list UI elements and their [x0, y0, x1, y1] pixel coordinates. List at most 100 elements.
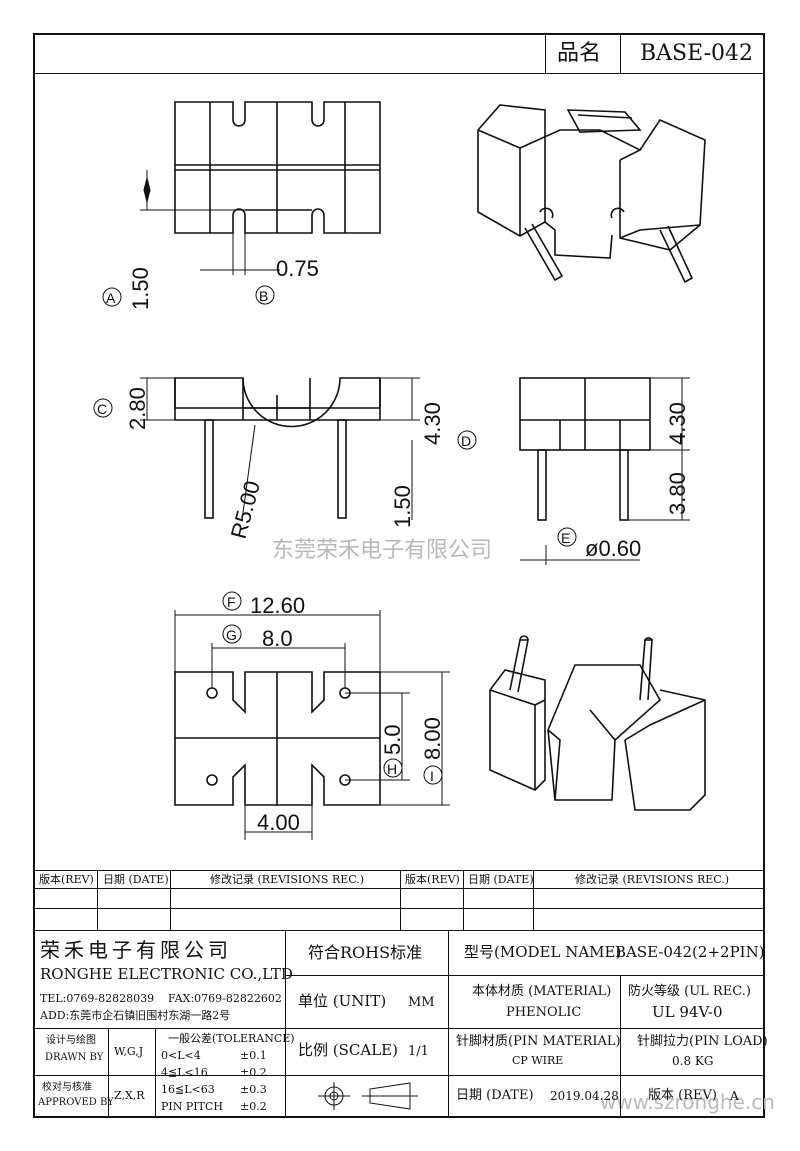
date-label: 日期 (DATE) [456, 1088, 534, 1103]
dim-depth: 8.00 [420, 717, 445, 760]
bottom-dims [174, 610, 450, 840]
check-value: Z,X,R [114, 1089, 145, 1102]
svg-text:E: E [561, 530, 570, 546]
svg-text:H: H [387, 761, 397, 777]
dim-end-height: 4.30 [665, 402, 690, 445]
scale-label: 比例 (SCALE) [298, 1041, 398, 1059]
marker-c: C [93, 398, 113, 418]
dim-top-height: 1.50 [128, 267, 153, 310]
dim-center: 4.00 [257, 810, 300, 835]
tol-value-4: ±0.2 [240, 1100, 267, 1113]
tolerance-title: 一般公差(TOLERANCE) [168, 1032, 295, 1045]
dim-width: 12.60 [250, 593, 305, 618]
company-address: ADD:东莞市企石镇旧围村东湖一路2号 [40, 1009, 231, 1022]
dim-side-height: 2.80 [125, 387, 150, 430]
rohs-label: 符合ROHS标准 [308, 943, 423, 962]
watermark-url: www.szronghe.cn [600, 1090, 775, 1114]
sign-col-1 [108, 1028, 109, 1118]
marker-e: E [557, 527, 577, 547]
design-label-en: DRAWN BY [45, 1052, 104, 1063]
tol-value-3: ±0.3 [240, 1083, 267, 1096]
tol-range-4: PIN PITCH [161, 1100, 223, 1113]
bottom-view [174, 671, 381, 806]
marker-h: H [383, 758, 403, 778]
title-row-line-1 [285, 975, 765, 976]
marker-g: G [222, 624, 242, 644]
material-value: PHENOLIC [506, 1005, 582, 1020]
dim-pin-dia: ø0.60 [585, 536, 641, 561]
product-code: BASE-042 [640, 41, 754, 66]
scale-value: 1/1 [408, 1044, 429, 1059]
sign-col-2 [155, 1028, 156, 1118]
company-tel: TEL:0769-82828039 [40, 992, 155, 1005]
rev-col-3 [400, 870, 401, 930]
date-value: 2019.04.28 [550, 1089, 619, 1103]
end-dims [520, 377, 690, 565]
marker-a: A [102, 287, 122, 307]
rev-value: A [730, 1089, 739, 1103]
svg-text:B: B [259, 288, 268, 304]
marker-f: F [222, 591, 242, 611]
rev-col-2 [170, 870, 171, 930]
product-label: 品名 [557, 41, 602, 66]
rev-col-4 [463, 870, 464, 930]
model-value: BASE-042(2+2PIN) [615, 943, 765, 961]
dim-pin-span: 8.0 [262, 626, 293, 651]
top-dims [140, 170, 280, 275]
title-row-line-2 [285, 1028, 765, 1029]
rev-col-5 [533, 870, 534, 930]
rev-table-header-line [33, 888, 765, 889]
svg-text:G: G [226, 627, 237, 643]
svg-text:A: A [106, 290, 116, 306]
drawing-frame [33, 33, 765, 1118]
side-view [174, 377, 381, 519]
flame-label: 防火等级 (UL REC.) [628, 984, 751, 999]
company-fax: FAX:0769-82822602 [168, 992, 282, 1005]
title-divider-3 [620, 975, 621, 1118]
tol-range-2: 4≦L<16 [161, 1066, 208, 1079]
check-label-cn: 校对与核准 [42, 1082, 92, 1093]
svg-text:D: D [461, 433, 471, 449]
marker-b: B [255, 285, 275, 305]
company-row-line [33, 1028, 285, 1029]
sign-row-line [33, 1075, 285, 1076]
side-dims [140, 377, 420, 521]
dim-pin-length: 3.80 [665, 472, 690, 515]
tol-value-1: ±0.1 [240, 1049, 267, 1062]
tol-range-3: 16≦L<63 [161, 1083, 215, 1096]
dim-radius: R5.00 [226, 478, 265, 541]
svg-text:I: I [430, 768, 434, 784]
flame-value: UL 94V-0 [652, 1003, 723, 1021]
pin-load-value: 0.8 KG [672, 1054, 714, 1068]
title-divider-1 [285, 930, 286, 1118]
pin-material-value: CP WIRE [512, 1054, 564, 1067]
rev-header-rec-1: 修改记录 (REVISIONS REC.) [210, 873, 365, 886]
dim-pin-offset: 1.50 [390, 485, 415, 528]
svg-text:F: F [227, 594, 236, 610]
watermark-company: 东莞荣禾电子有限公司 [272, 538, 493, 563]
rev-table-top [33, 870, 765, 871]
header-divider [33, 73, 765, 74]
unit-value: MM [408, 995, 435, 1010]
check-label-en: APPROVED BY [38, 1097, 114, 1108]
material-label: 本体材质 (MATERIAL) [472, 984, 612, 999]
rev-header-date-2: 日期 (DATE) [468, 873, 534, 886]
iso-view-bottom [489, 635, 706, 811]
marker-i: I [423, 765, 443, 785]
rev-col-1 [97, 870, 98, 930]
rev-header-rec-2: 修改记录 (REVISIONS REC.) [575, 873, 730, 886]
end-view [519, 377, 651, 521]
rev-header-date-1: 日期 (DATE) [103, 873, 169, 886]
dim-top-pitch: 0.75 [276, 256, 319, 281]
tol-range-1: 0<L<4 [161, 1049, 201, 1062]
top-view [174, 101, 381, 234]
dim-body-height: 4.30 [420, 402, 445, 445]
iso-view-top [477, 104, 706, 284]
header-sep-2 [620, 33, 621, 73]
title-row-line-3 [285, 1075, 765, 1076]
design-label-cn: 设计与绘图 [46, 1035, 96, 1046]
pin-material-label: 针脚材质(PIN MATERIAL) [456, 1034, 621, 1049]
rev-header-rev-1: 版本(REV) [39, 873, 94, 886]
company-name-en: RONGHE ELECTRONIC CO.,LTD [40, 965, 293, 983]
